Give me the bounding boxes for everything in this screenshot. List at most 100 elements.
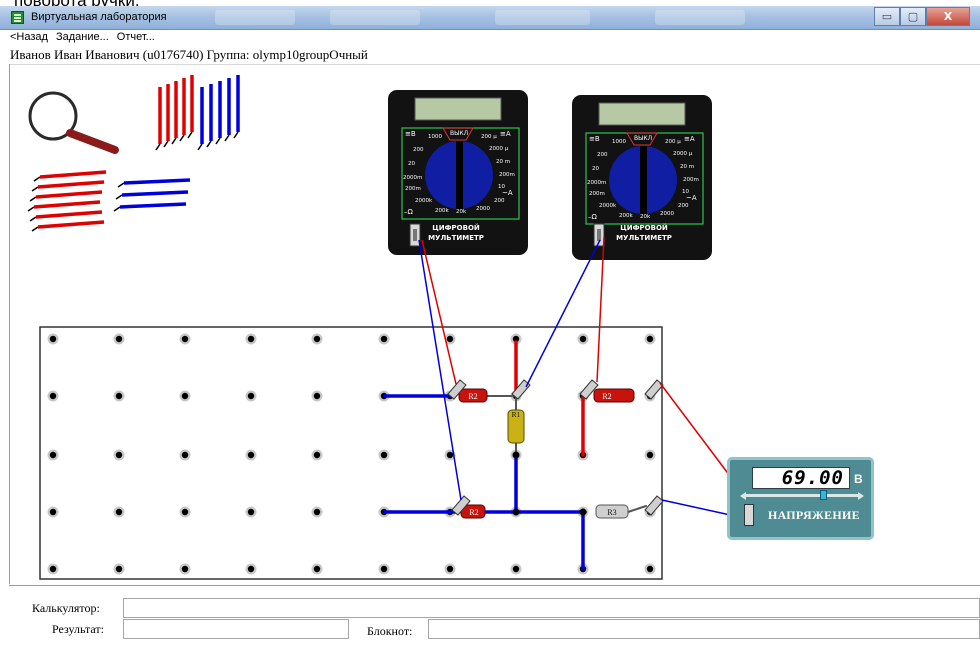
calculator-input[interactable] [123, 598, 980, 618]
breadboard-hole[interactable] [247, 508, 255, 516]
breadboard-hole[interactable] [247, 451, 255, 459]
breadboard-hole[interactable] [446, 451, 454, 459]
breadboard-hole[interactable] [49, 335, 57, 343]
breadboard-hole[interactable] [181, 451, 189, 459]
probe-lead-red[interactable] [596, 236, 605, 383]
menu-back[interactable]: <Назад [10, 31, 48, 43]
svg-text:~A: ~A [502, 189, 513, 197]
close-button[interactable]: X [926, 7, 970, 26]
svg-text:–Ω: –Ω [588, 213, 598, 221]
resistor-r2-top[interactable]: R2 [458, 388, 488, 403]
minimize-button[interactable]: ▭ [874, 7, 900, 26]
window-title: Виртуальная лаборатория [31, 11, 167, 23]
breadboard-hole[interactable] [313, 392, 321, 400]
breadboard-hole[interactable] [646, 335, 654, 343]
breadboard-hole[interactable] [646, 565, 654, 573]
calculator-label: Калькулятор: [32, 601, 100, 615]
svg-text:2000m: 2000m [403, 175, 422, 181]
blue-vertical-wires-icon[interactable] [197, 75, 240, 151]
breadboard-hole[interactable] [49, 508, 57, 516]
svg-text:≅B: ≅B [405, 130, 416, 138]
voltage-source-jack[interactable] [744, 504, 754, 526]
red-vertical-wires-icon[interactable] [155, 75, 194, 151]
breadboard-hole[interactable] [181, 335, 189, 343]
svg-text:1000: 1000 [428, 134, 442, 140]
breadboard-hole[interactable] [49, 565, 57, 573]
breadboard-hole[interactable] [646, 451, 654, 459]
svg-text:2000: 2000 [660, 211, 674, 217]
magnifier-icon[interactable] [28, 91, 119, 154]
slider-track[interactable] [746, 494, 858, 497]
blurred-taskbar-item [215, 10, 295, 25]
breadboard-hole[interactable] [115, 508, 123, 516]
breadboard-hole[interactable] [380, 335, 388, 343]
voltage-slider[interactable] [740, 490, 864, 500]
breadboard-hole[interactable] [313, 508, 321, 516]
menu-report[interactable]: Отчет... [116, 31, 155, 43]
breadboard-hole[interactable] [115, 565, 123, 573]
slider-thumb[interactable] [820, 490, 828, 500]
svg-text:ВЫКЛ: ВЫКЛ [634, 135, 652, 142]
breadboard-hole[interactable] [115, 451, 123, 459]
svg-text:20 m: 20 m [496, 159, 510, 165]
breadboard-hole[interactable] [181, 508, 189, 516]
result-input[interactable] [123, 619, 349, 639]
breadboard-hole[interactable] [247, 392, 255, 400]
resistor-r2-top-right[interactable]: R2 [593, 388, 635, 403]
slider-left-arrow-icon[interactable] [740, 492, 746, 500]
svg-text:2000m: 2000m [587, 180, 606, 186]
red-horizontal-wires-icon[interactable] [27, 170, 107, 232]
breadboard-hole[interactable] [247, 565, 255, 573]
resistor-r1[interactable]: R1 [507, 409, 525, 444]
multimeter-2[interactable]: ВЫКЛ ≅B ≅A ~A –Ω 1000 200 20 2000m 200m … [572, 95, 712, 260]
breadboard-hole[interactable] [115, 335, 123, 343]
breadboard-hole[interactable] [579, 335, 587, 343]
workspace-left-rule [9, 64, 10, 584]
blue-horizontal-wires-icon[interactable] [113, 178, 191, 212]
breadboard[interactable] [39, 326, 663, 580]
svg-text:R2: R2 [602, 392, 611, 401]
breadboard-hole[interactable] [49, 451, 57, 459]
multimeter-1[interactable]: ВЫКЛ ≅B ≅A ~A –Ω 1000 200 20 2000m 200m … [388, 90, 528, 255]
svg-text:2000 µ: 2000 µ [489, 146, 509, 152]
circuit-wires [383, 340, 647, 571]
multimeter-label: ЦИФРОВОЙ [620, 223, 668, 232]
voltage-source-panel[interactable]: 69.00 В НАПРЯЖЕНИЕ [727, 457, 874, 540]
menu-bar: <Назад Задание... Отчет... [10, 31, 155, 46]
probe-lead-blue[interactable] [525, 239, 601, 388]
svg-text:ВЫКЛ: ВЫКЛ [450, 130, 468, 137]
probe-lead-red[interactable] [421, 239, 457, 385]
menu-task[interactable]: Задание... [55, 31, 109, 43]
maximize-button[interactable]: ▢ [900, 7, 926, 26]
breadboard-hole[interactable] [115, 392, 123, 400]
svg-text:200m: 200m [683, 177, 699, 183]
breadboard-hole[interactable] [512, 565, 520, 573]
result-label: Результат: [52, 622, 104, 636]
breadboard-hole[interactable] [446, 335, 454, 343]
voltage-source-label: НАПРЯЖЕНИЕ [768, 508, 860, 522]
svg-text:200 µ: 200 µ [481, 134, 497, 140]
breadboard-hole[interactable] [181, 565, 189, 573]
breadboard-hole[interactable] [181, 392, 189, 400]
notepad-label: Блокнот: [367, 624, 413, 638]
breadboard-hole[interactable] [380, 451, 388, 459]
window-titlebar[interactable]: Виртуальная лаборатория ▭ ▢ X [0, 6, 980, 30]
breadboard-hole[interactable] [313, 565, 321, 573]
breadboard-hole[interactable] [380, 565, 388, 573]
notepad-input[interactable] [428, 619, 980, 639]
breadboard-hole[interactable] [49, 392, 57, 400]
resistor-r3[interactable]: R3 [595, 504, 629, 519]
svg-text:2000k: 2000k [415, 198, 433, 204]
breadboard-hole[interactable] [512, 335, 520, 343]
slider-right-arrow-icon[interactable] [858, 492, 864, 500]
breadboard-hole[interactable] [247, 335, 255, 343]
breadboard-hole[interactable] [446, 565, 454, 573]
probe-lead-blue[interactable] [418, 239, 462, 501]
svg-text:20: 20 [592, 166, 599, 172]
breadboard-hole[interactable] [313, 451, 321, 459]
svg-text:200m: 200m [405, 186, 421, 192]
app-icon [11, 11, 24, 24]
breadboard-hole[interactable] [313, 335, 321, 343]
svg-text:20k: 20k [456, 209, 467, 215]
